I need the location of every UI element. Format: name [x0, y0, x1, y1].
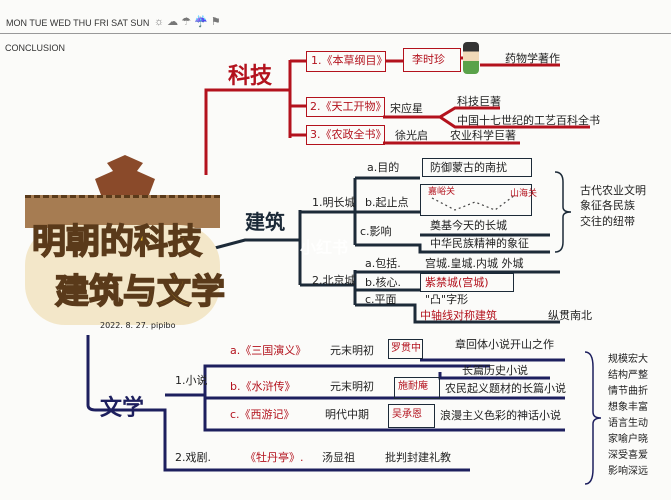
novel-author-2: 施耐庵 — [398, 381, 428, 392]
wind-icon: ⚑ — [210, 16, 221, 28]
conclusion-label: CONCLUSION — [5, 43, 66, 53]
tech-author-1: 李时珍 — [412, 53, 445, 66]
summary-line: 象征各民族 — [580, 199, 635, 213]
summary-line: 想象丰富 — [608, 402, 648, 413]
tech-book-1: 1.《本草纲目》 — [311, 54, 388, 67]
novel-book-1: a.《三国演义》 — [230, 344, 307, 357]
novel-author-1: 罗贯中 — [391, 343, 421, 354]
beijing-a: a.包括. — [365, 257, 401, 270]
header-divider — [0, 33, 671, 34]
novel-note-3: 浪漫主义色彩的神话小说 — [440, 409, 561, 422]
weekday-row: MON TUE WED THU FRI SAT SUN — [6, 18, 150, 28]
summary-line: 交往的纽带 — [580, 214, 635, 228]
wall-start: 嘉峪关 — [428, 187, 456, 197]
watermark: 小红书 — [300, 238, 349, 257]
drama-author: 汤显祖 — [322, 451, 355, 464]
wall-a-val: 防御蒙古的南扰 — [430, 161, 507, 174]
sun-icon: ☼ — [154, 16, 165, 28]
wall-label: 1.明长城 — [312, 196, 356, 209]
tech-note-1: 药物学著作 — [505, 52, 560, 65]
beijing-b: b.核心. — [365, 276, 401, 289]
summary-line: 影响深远 — [608, 466, 648, 477]
novel-era-3: 明代中期 — [325, 408, 369, 421]
weather-icons: ☼ ☁ ☂ ☔ ⚑ — [154, 17, 221, 28]
novel-era-2: 元末明初 — [330, 380, 374, 393]
drama-label: 2.戏剧. — [175, 451, 211, 464]
beijing-b-val: 紫禁城(宫城) — [425, 276, 489, 289]
arch-branches — [214, 171, 572, 324]
lit-summary: 规模宏大 结构严整 情节曲折 想象丰富 语言生动 家喻户晓 深受喜爱 影响深远 — [608, 352, 648, 480]
castle-illustration — [25, 150, 220, 325]
beijing-c-val3: 纵贯南北 — [548, 309, 592, 322]
novel-note-1b: 长篇历史小说 — [462, 364, 528, 377]
summary-line: 结构严整 — [608, 370, 648, 381]
summary-line: 语言生动 — [608, 418, 648, 429]
tech-note-3: 农业科学巨著 — [450, 129, 516, 142]
li-shizhen-portrait — [463, 42, 479, 74]
beijing-label: 2.北京城 — [312, 274, 356, 287]
novel-book-2: b.《水浒传》 — [230, 380, 296, 393]
tech-author-2: 宋应星 — [390, 102, 423, 115]
center-title-1: 明朝的科技 — [31, 222, 203, 262]
beijing-c: c.平面 — [365, 293, 397, 306]
wall-b: b.起止点 — [365, 196, 409, 209]
tech-note-2b: 中国十七世纪的工艺百科全书 — [457, 114, 600, 127]
tech-book-2: 2.《天工开物》 — [310, 100, 387, 113]
summary-line: 古代农业文明 — [580, 184, 646, 197]
center-title-2: 建筑与文学 — [54, 272, 226, 312]
drama-note: 批判封建礼教 — [385, 451, 451, 464]
beijing-c-val: "凸"字形 — [425, 293, 469, 306]
wall-c: c.影响 — [360, 225, 392, 238]
wall-summary: 古代农业文明 象征各民族 交往的纽带 — [580, 183, 646, 229]
signature: 2022. 8. 27. pipibo — [100, 321, 176, 330]
drama-book: 《牡丹亭》. — [245, 451, 304, 464]
tech-branches — [204, 56, 590, 175]
novel-era-1: 元末明初 — [330, 344, 374, 357]
beijing-a-val: 宫城.皇城.内城 外城 — [425, 257, 524, 270]
lit-branches — [86, 335, 602, 485]
novel-author-3: 吴承恩 — [392, 409, 422, 420]
rain-icon: ☂ — [181, 16, 192, 28]
novel-book-3: c.《西游记》 — [230, 408, 295, 421]
tech-note-2: 科技巨著 — [457, 95, 501, 108]
summary-line: 情节曲折 — [608, 386, 648, 397]
tech-book-3: 3.《农政全书》 — [310, 128, 387, 141]
wall-c-val2: 中华民族精神的象征 — [430, 237, 529, 250]
novel-note-1: 章回体小说开山之作 — [455, 338, 554, 351]
wall-c-val1: 奠基今天的长城 — [430, 219, 507, 232]
summary-line: 深受喜爱 — [608, 450, 648, 461]
umbrella-icon: ☔ — [194, 16, 208, 28]
lit-title: 文学 — [100, 396, 145, 421]
tech-title: 科技 — [228, 64, 273, 89]
summary-line: 家喻户晓 — [608, 434, 648, 445]
wall-a: a.目的 — [367, 161, 400, 174]
arch-title: 建筑 — [245, 210, 285, 234]
summary-line: 规模宏大 — [608, 354, 648, 365]
wall-end: 山海关 — [510, 189, 538, 199]
novel-note-2: 农民起义题材的长篇小说 — [445, 382, 566, 395]
beijing-c-val2: 中轴线对称建筑 — [420, 309, 497, 322]
tech-author-3: 徐光启 — [395, 129, 428, 142]
novel-label: 1.小说 — [175, 374, 208, 387]
cloud-icon: ☁ — [167, 16, 179, 28]
